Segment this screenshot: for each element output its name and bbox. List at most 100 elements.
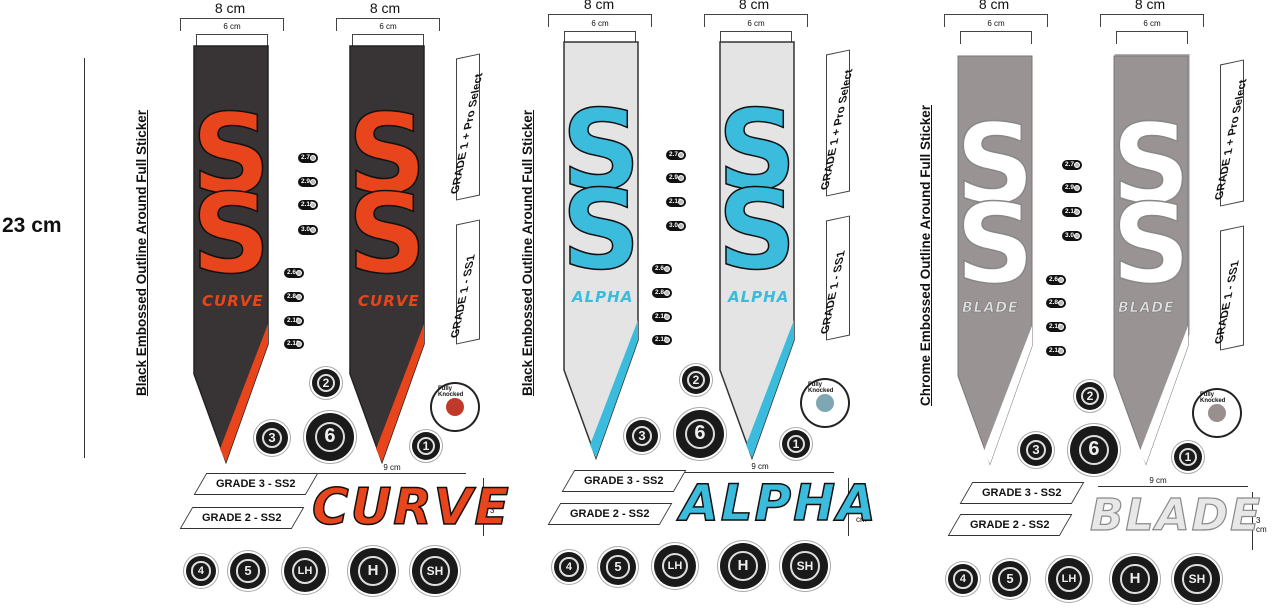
brand-small-left: CURVE bbox=[202, 292, 264, 310]
outer-bracket bbox=[180, 18, 284, 31]
height-label: 23 cm bbox=[2, 214, 62, 237]
svg-text:S: S bbox=[1111, 180, 1190, 308]
size-pill: 2.13 bbox=[298, 200, 318, 210]
svg-text:S: S bbox=[955, 100, 1034, 228]
brand-small-left: ALPHA bbox=[572, 288, 634, 306]
inner-bracket bbox=[720, 31, 792, 44]
size-pill: 2.8 bbox=[284, 292, 304, 302]
size-pill: 2.6 bbox=[1046, 275, 1066, 285]
badge-5: 5 bbox=[992, 561, 1028, 597]
size-pill: 3.0 bbox=[666, 221, 686, 231]
size-pill: 2.8 bbox=[652, 288, 672, 298]
logo-height-label: 3 cm bbox=[1256, 516, 1267, 534]
height-scale-line bbox=[84, 58, 85, 458]
size-pill: 2.10 bbox=[1046, 322, 1066, 332]
svg-text:S: S bbox=[347, 170, 426, 298]
size-pill: 2.13 bbox=[666, 197, 686, 207]
size-pill: 2.6 bbox=[284, 268, 304, 278]
size-pill: 2.13 bbox=[1046, 346, 1066, 356]
size-pill: 2.7 bbox=[298, 153, 318, 163]
sticker-right: S S bbox=[1111, 55, 1191, 466]
badge-lh: LH bbox=[284, 550, 326, 592]
logo-height-line bbox=[483, 478, 484, 536]
size-pill: 2.13 bbox=[652, 335, 672, 345]
logo-width-line bbox=[1098, 486, 1248, 487]
logo-width-line bbox=[684, 472, 834, 473]
outer-width-label: 8 cm bbox=[738, 0, 770, 12]
size-pill: 2.9 bbox=[1062, 183, 1082, 193]
sticker-left: S S bbox=[191, 45, 271, 465]
size-pill: 3.0 bbox=[298, 225, 318, 235]
badge-lh: LH bbox=[1048, 558, 1090, 600]
badge-2: 2 bbox=[682, 366, 710, 394]
brand-small-right: CURVE bbox=[358, 292, 420, 310]
fully-knocked-badge: Fully Knocked bbox=[432, 384, 478, 430]
badge-h: H bbox=[720, 543, 766, 589]
brand-logo-large: CURVE bbox=[311, 477, 511, 537]
grade-3-tag: GRADE 3 - SS2 bbox=[193, 473, 319, 495]
inner-bracket bbox=[960, 31, 1032, 44]
badge-2: 2 bbox=[312, 369, 340, 397]
badge-3: 3 bbox=[256, 422, 288, 454]
svg-text:S: S bbox=[717, 86, 796, 214]
hammer-icon bbox=[816, 394, 834, 412]
size-pill: 2.9 bbox=[666, 173, 686, 183]
badge-lh: LH bbox=[654, 545, 696, 587]
grade-pro-tag: GRADE 1 + Pro Select bbox=[1213, 59, 1249, 207]
badge-3: 3 bbox=[626, 420, 658, 452]
badge-6: 6 bbox=[306, 413, 354, 461]
badge-1: 1 bbox=[412, 432, 440, 460]
outer-width-label: 8 cm bbox=[1134, 0, 1166, 12]
svg-text:S: S bbox=[191, 90, 270, 218]
logo-height-line bbox=[848, 478, 849, 536]
size-pill: 2.7 bbox=[666, 150, 686, 160]
badge-4: 4 bbox=[186, 556, 216, 586]
grade-2-tag: GRADE 2 - SS2 bbox=[547, 503, 673, 525]
size-pill: 2.13 bbox=[1062, 207, 1082, 217]
badge-3: 3 bbox=[1020, 434, 1052, 466]
outer-bracket bbox=[336, 18, 440, 31]
brand-logo-large: BLADE bbox=[1089, 489, 1263, 541]
inner-bracket bbox=[196, 34, 268, 47]
panel-alpha: Black Embossed Outline Around Full Stick… bbox=[368, 0, 877, 608]
outer-width-label: 8 cm bbox=[369, 0, 401, 16]
outer-width-label: 8 cm bbox=[214, 0, 246, 16]
outline-note: Black Embossed Outline Around Full Stick… bbox=[134, 109, 149, 396]
badge-5: 5 bbox=[230, 553, 266, 589]
outer-bracket bbox=[944, 14, 1048, 27]
badge-4: 4 bbox=[948, 564, 978, 594]
logo-width-label: 9 cm bbox=[751, 462, 769, 471]
grade-2-tag: GRADE 2 - SS2 bbox=[947, 514, 1073, 536]
size-pill: 3.0 bbox=[1062, 231, 1082, 241]
badge-sh: SH bbox=[782, 543, 828, 589]
outline-note: Black Embossed Outline Around Full Stick… bbox=[520, 109, 535, 396]
svg-text:S: S bbox=[955, 180, 1034, 308]
outer-bracket bbox=[704, 14, 808, 27]
inner-bracket bbox=[564, 31, 636, 44]
panel-curve: Black Embossed Outline Around Full Stick… bbox=[0, 0, 509, 608]
sticker-left: S S bbox=[561, 41, 641, 461]
fully-knocked-badge: Fully Knocked bbox=[802, 380, 848, 426]
svg-text:S: S bbox=[561, 86, 640, 214]
size-pill: 2.7 bbox=[1062, 160, 1082, 170]
logo-width-label: 9 cm bbox=[1149, 476, 1167, 485]
badge-5: 5 bbox=[600, 549, 636, 585]
brand-small-left: BLADE bbox=[962, 300, 1019, 317]
grade-3-tag: GRADE 3 - SS2 bbox=[561, 470, 687, 492]
inner-width-label: 6 cm bbox=[223, 22, 241, 31]
grade-2-tag: GRADE 2 - SS2 bbox=[179, 507, 305, 529]
grade-1-tag: GRADE 1 - SS1 bbox=[1213, 225, 1244, 351]
sticker-left: S S bbox=[955, 55, 1035, 466]
svg-text:S: S bbox=[1111, 100, 1190, 228]
badge-6: 6 bbox=[676, 410, 724, 458]
sticker-right: S S bbox=[347, 45, 427, 465]
brand-logo-large: ALPHA bbox=[679, 473, 878, 533]
inner-width-label: 6 cm bbox=[591, 19, 609, 28]
badge-sh: SH bbox=[1174, 556, 1220, 602]
badge-4: 4 bbox=[554, 552, 584, 582]
badge-1: 1 bbox=[1174, 443, 1202, 471]
outer-bracket bbox=[548, 14, 652, 27]
inner-width-label: 6 cm bbox=[747, 19, 765, 28]
panel-blade: Chrome Embossed Outline Around Full Stic… bbox=[764, 0, 1267, 608]
sticker-right: S S bbox=[717, 41, 797, 461]
